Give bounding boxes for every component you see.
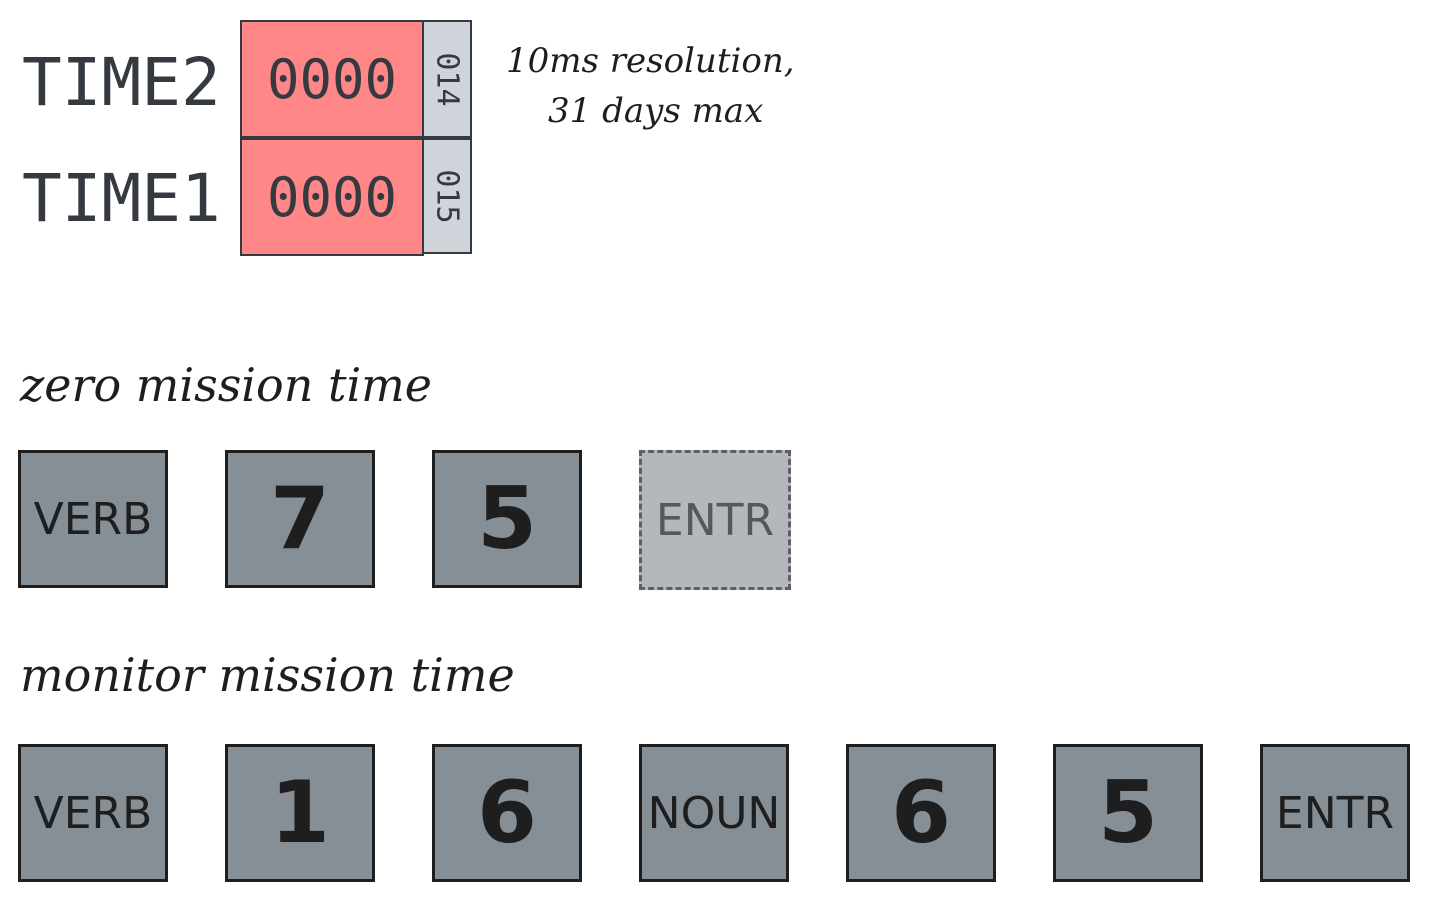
key-entr[interactable]: ENTR	[1260, 744, 1410, 882]
key-entr-pending[interactable]: ENTR	[639, 450, 791, 590]
section-title-zero-mission-time: zero mission time	[20, 358, 433, 412]
register-address-time2-text: 014	[429, 51, 465, 107]
key-noun[interactable]: NOUN	[639, 744, 789, 882]
key-digit-5[interactable]: 5	[1053, 744, 1203, 882]
register-address-time1: 015	[422, 138, 472, 254]
resolution-note-line2: 31 days max	[548, 91, 764, 131]
key-digit-6[interactable]: 6	[432, 744, 582, 882]
register-value-time1: 0000	[240, 138, 424, 256]
resolution-note-line1: 10ms resolution,	[506, 41, 795, 81]
register-value-time2: 0000	[240, 20, 424, 138]
register-label-time2: TIME2	[22, 44, 221, 121]
key-digit-7[interactable]: 7	[225, 450, 375, 588]
section-title-monitor-mission-time: monitor mission time	[20, 648, 515, 702]
key-digit-5[interactable]: 5	[432, 450, 582, 588]
key-verb[interactable]: VERB	[18, 744, 168, 882]
register-address-time2: 014	[422, 20, 472, 138]
key-digit-6[interactable]: 6	[846, 744, 996, 882]
key-verb[interactable]: VERB	[18, 450, 168, 588]
register-label-time1: TIME1	[22, 160, 221, 237]
key-digit-1[interactable]: 1	[225, 744, 375, 882]
register-address-time1-text: 015	[429, 168, 465, 224]
